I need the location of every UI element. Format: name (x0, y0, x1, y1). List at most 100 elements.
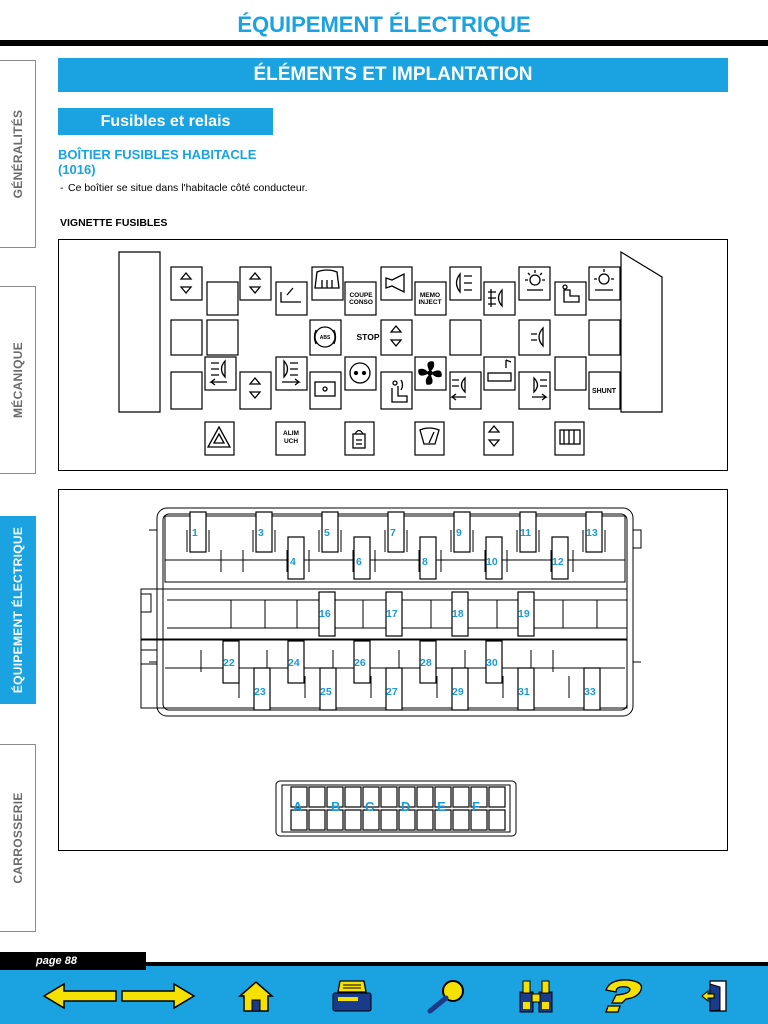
relay-slot (488, 786, 506, 808)
relay-slot (362, 809, 380, 831)
relay-slot (326, 809, 344, 831)
relay-slot (470, 809, 488, 831)
fuse-5 (321, 511, 339, 553)
fuse-28 (419, 640, 437, 684)
fuse-23 (253, 667, 271, 711)
fuse-window (204, 356, 237, 391)
fuse-19 (517, 591, 535, 637)
fuse-window (344, 421, 375, 456)
rear-defrost-icon (314, 269, 340, 289)
tab-carrosserie[interactable]: CARROSSERIE (0, 744, 36, 932)
fusebox-panel: 1 3 5 7 9 11 13 4 6 8 10 12 16 17 18 19 … (58, 489, 728, 851)
coupe-conso-label-2: CONSO (349, 299, 373, 306)
fuse-3 (255, 511, 273, 553)
fuse-window (239, 266, 272, 301)
fuse-1 (189, 511, 207, 553)
fuse-window (206, 319, 239, 356)
fuse-7 (387, 511, 405, 553)
fuse-33 (583, 667, 601, 711)
diagnostic-socket-icon (349, 362, 371, 384)
relay-slot (362, 786, 380, 808)
window-lift-icon (389, 324, 403, 348)
fuse-22 (222, 640, 240, 684)
fuse-27 (385, 667, 403, 711)
rear-wiper-icon (280, 287, 301, 303)
arrow-left-icon[interactable] (42, 978, 118, 1014)
fuse-label: 22 (223, 657, 235, 669)
fuse-11 (519, 511, 537, 553)
fuse-window (170, 319, 203, 356)
fuse-window (554, 281, 587, 316)
fuse-label: 28 (420, 657, 432, 669)
vignette-right-bracket (620, 250, 663, 413)
headlight-icon (455, 272, 472, 294)
coupe-conso-label-1: COUPE (349, 292, 373, 299)
fuse-label: 9 (456, 527, 462, 539)
search-icon[interactable] (425, 978, 467, 1014)
tab-mecanique[interactable]: MÉCANIQUE (0, 286, 36, 474)
header-rule (0, 40, 768, 46)
heated-rear-screen-icon (559, 429, 581, 445)
vignette-panel: COUPE CONSO MEMO INJECT STOP SHUNT ALIM … (58, 239, 728, 471)
fuse-window (588, 371, 621, 410)
fuse-16 (318, 591, 336, 637)
tab-generalites-label: GÉNÉRALITÉS (10, 109, 25, 199)
relay-slot (290, 809, 308, 831)
relay-slot (470, 786, 488, 808)
interior-light-icon (525, 270, 545, 291)
fuse-label: 16 (319, 608, 331, 620)
fuse-label: 17 (386, 608, 398, 620)
abs-icon (313, 326, 337, 348)
bullet-dash: - (60, 182, 64, 194)
fuse-window (275, 356, 308, 391)
fuse-label: 29 (452, 686, 464, 698)
window-lift-icon (248, 376, 262, 400)
tab-carrosserie-label: CARROSSERIE (10, 792, 25, 884)
fog-light-icon (488, 288, 503, 308)
relay-block-outline (275, 780, 517, 837)
arrow-right-icon[interactable] (120, 978, 196, 1014)
fuse-window (449, 319, 482, 356)
relay-slot (344, 786, 362, 808)
fuse-label: 18 (452, 608, 464, 620)
relay-slot (434, 786, 452, 808)
help-icon[interactable] (596, 978, 652, 1014)
fuse-10 (485, 536, 503, 580)
print-icon[interactable] (330, 978, 374, 1014)
home-icon[interactable] (237, 978, 275, 1014)
alim-uch-label-1: ALIM (283, 430, 299, 437)
fuse-window (518, 319, 551, 356)
window-lift-icon (487, 424, 501, 448)
section-heading-line2: (1016) (58, 162, 96, 177)
fuse-6 (353, 536, 371, 580)
chapter-title: ÉQUIPEMENT ÉLECTRIQUE (237, 12, 531, 37)
tab-generalites[interactable]: GÉNÉRALITÉS (0, 60, 36, 248)
location-note: - Ce boîtier se situe dans l'habitacle c… (58, 182, 318, 194)
fuse-window (483, 421, 514, 456)
fuse-label: 33 (584, 686, 596, 698)
fuse-label: 31 (518, 686, 530, 698)
relay-slot (416, 809, 434, 831)
horn-icon (385, 272, 405, 294)
exit-icon[interactable] (700, 978, 730, 1014)
fuse-label: 26 (354, 657, 366, 669)
fuse-window (206, 281, 239, 316)
fuse-label: 6 (356, 556, 362, 568)
fan-icon (418, 361, 442, 385)
relay-slot (344, 809, 362, 831)
fuse-label: 13 (586, 527, 598, 539)
window-lift-icon (248, 271, 262, 295)
fuse-31 (517, 667, 535, 711)
fuse-8 (419, 536, 437, 580)
tab-equipement-electrique[interactable]: ÉQUIPEMENT ÉLECTRIQUE (0, 516, 36, 704)
binoculars-icon[interactable] (516, 978, 556, 1014)
relay-slot (452, 809, 470, 831)
fusebox-casing (156, 507, 634, 717)
fuse-label: 4 (290, 556, 296, 568)
location-note-text: Ce boîtier se situe dans l'habitacle côt… (68, 182, 308, 194)
relay-slot (398, 786, 416, 808)
fuse-label: 3 (258, 527, 264, 539)
relay-slot (380, 809, 398, 831)
relay-slot (308, 809, 326, 831)
fuse-4 (287, 536, 305, 580)
